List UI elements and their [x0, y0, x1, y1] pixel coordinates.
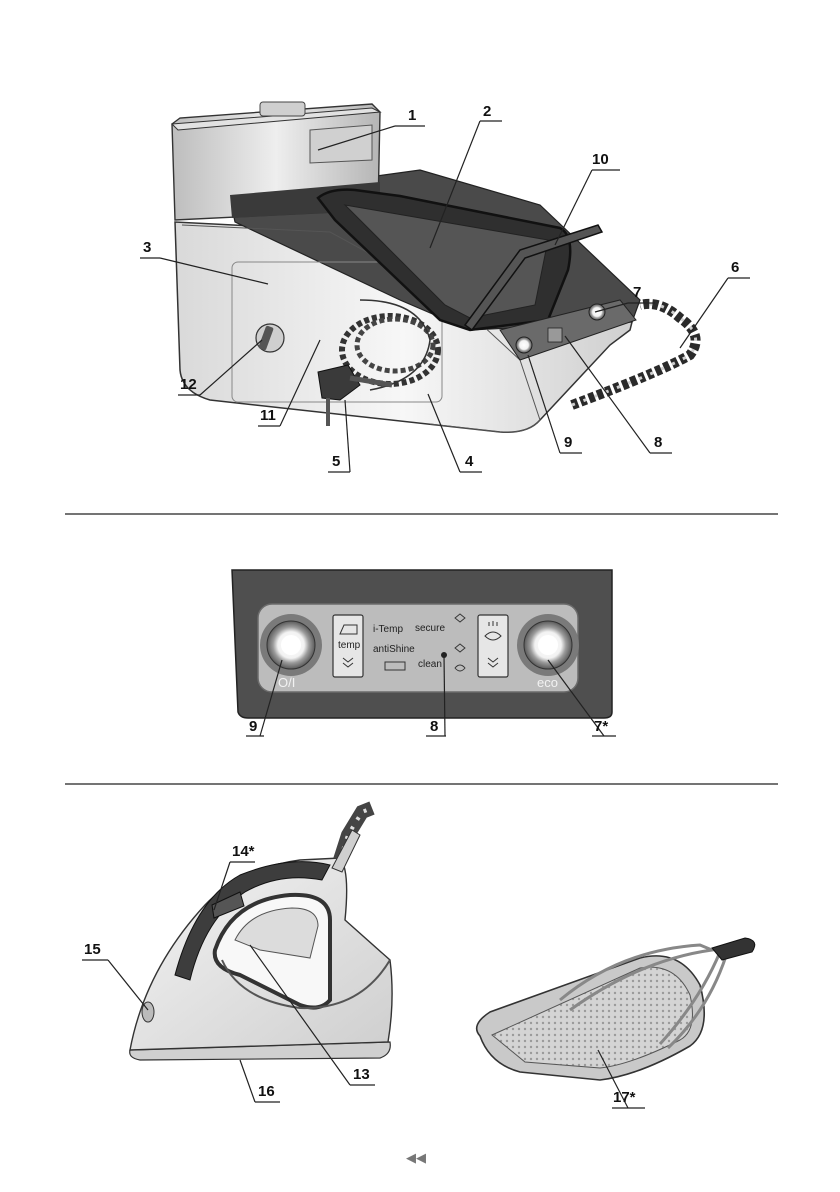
itemp-label: i-Temp: [373, 624, 403, 635]
callout-11: 11: [260, 407, 276, 424]
clean-label: clean: [418, 659, 442, 670]
callout-panel-8: 8: [430, 718, 438, 735]
callout-12: 12: [180, 376, 197, 393]
callout-7: 7: [633, 284, 641, 301]
iron: [130, 808, 392, 1060]
callout-13: 13: [353, 1066, 370, 1083]
knob-label-oi: O/I: [278, 675, 295, 690]
callout-panel-7: 7*: [594, 718, 608, 735]
secure-label: secure: [415, 623, 445, 634]
ironing-shoe: [477, 938, 755, 1080]
leader-16: [240, 1060, 255, 1102]
callout-6: 6: [731, 259, 739, 276]
callout-panel-9: 9: [249, 718, 257, 735]
callout-4: 4: [465, 453, 474, 470]
leader-15: [108, 960, 148, 1010]
antishine-label: antiShine: [373, 644, 415, 655]
callout-16: 16: [258, 1083, 275, 1100]
callout-10: 10: [592, 151, 609, 168]
leader-6: [680, 278, 728, 348]
callout-3: 3: [143, 239, 151, 256]
callout-5: 5: [332, 453, 340, 470]
temp-label: temp: [338, 640, 361, 651]
page-back-icon[interactable]: ◀◀: [406, 1151, 426, 1166]
callout-14: 14*: [232, 843, 255, 860]
callout-1: 1: [408, 107, 416, 124]
callout-15: 15: [84, 941, 101, 958]
leader-8: [565, 336, 650, 453]
knob-label-eco: eco: [537, 675, 558, 690]
callout-9: 9: [564, 434, 572, 451]
callout-17: 17*: [613, 1089, 636, 1106]
callout-2: 2: [483, 103, 491, 120]
steam-station: [172, 102, 696, 432]
callout-8: 8: [654, 434, 662, 451]
control-panel-detail: O/I eco temp i-Temp antiShine secure cle…: [232, 570, 612, 718]
